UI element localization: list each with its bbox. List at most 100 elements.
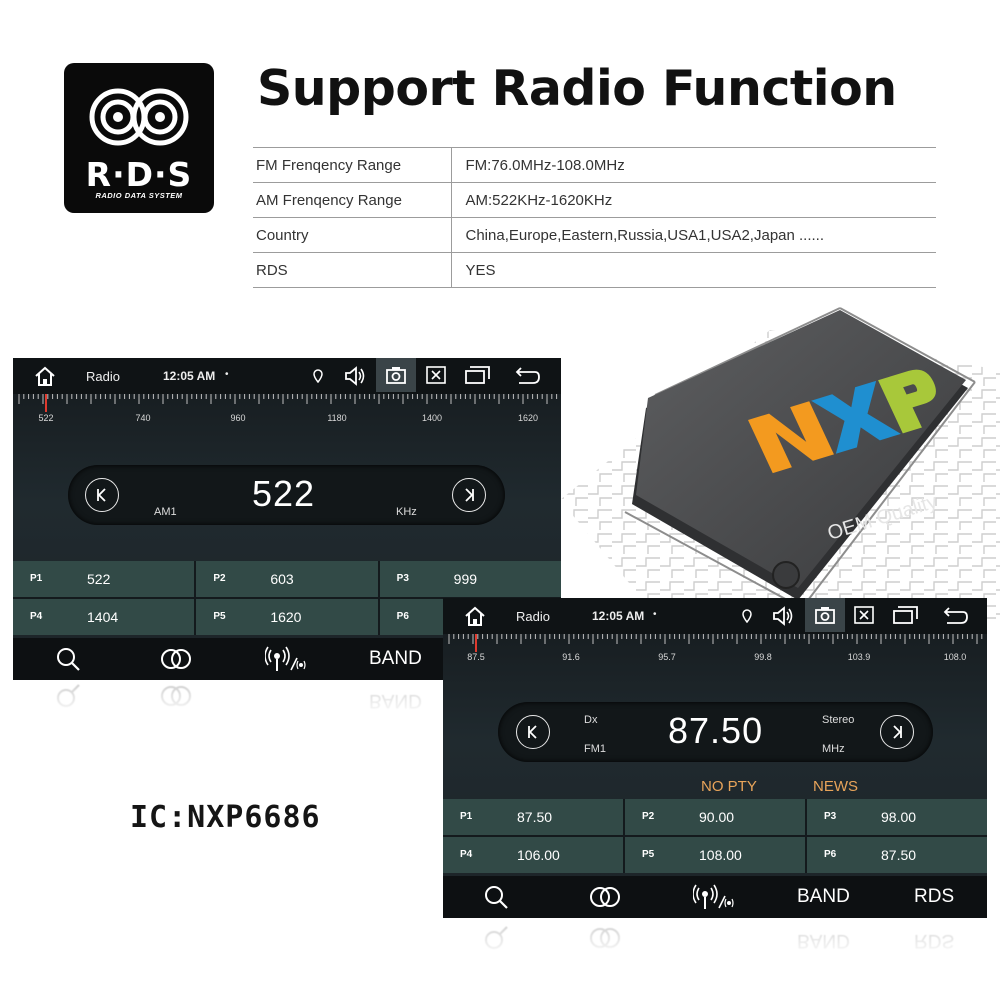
fm-radio-screen: Radio 12:05 AM • 87.5 91.6 95.7 99.8 103… bbox=[443, 598, 987, 918]
chip-pins bbox=[624, 307, 976, 609]
screenshot-button[interactable] bbox=[805, 598, 845, 632]
band-button[interactable]: BAND bbox=[369, 648, 422, 669]
preset-value: 106.00 bbox=[517, 847, 560, 863]
pty-label: NO PTY bbox=[701, 778, 757, 795]
spec-table: FM Frenqency Range FM:76.0MHz-108.0MHz A… bbox=[253, 147, 936, 288]
antenna-scan-icon[interactable] bbox=[265, 646, 307, 672]
seek-back-button[interactable] bbox=[516, 715, 550, 749]
ruler-ticks bbox=[448, 634, 983, 644]
seek-back-icon bbox=[97, 488, 106, 502]
news-label: NEWS bbox=[813, 778, 858, 795]
preset-grid: P1 87.50 P2 90.00 P3 98.00 P4 106.00 P5 108.0… bbox=[443, 799, 987, 873]
bottom-toolbar: BAND RDS bbox=[443, 876, 987, 918]
preset-value: 98.00 bbox=[881, 809, 917, 825]
preset-value: 522 bbox=[87, 571, 111, 587]
tuner-display: Dx FM1 87.50 Stereo MHz bbox=[498, 702, 933, 762]
back-icon[interactable] bbox=[943, 606, 969, 626]
spec-label: Country bbox=[253, 217, 452, 253]
preset-label: P1 bbox=[460, 811, 473, 822]
status-bar: Radio 12:05 AM • bbox=[13, 358, 561, 394]
location-icon bbox=[742, 609, 752, 623]
chip-pin1-dot bbox=[772, 561, 800, 589]
ruler-label: 960 bbox=[230, 413, 246, 423]
app-title: Radio bbox=[516, 609, 550, 624]
clock: 12:05 AM bbox=[592, 609, 645, 623]
seek-forward-icon bbox=[893, 725, 902, 739]
status-bar: Radio 12:05 AM • bbox=[443, 598, 987, 634]
search-icon[interactable] bbox=[483, 884, 509, 910]
screenshot-button[interactable] bbox=[376, 358, 416, 392]
ruler-label: 99.8 bbox=[754, 652, 772, 662]
preset-value: 90.00 bbox=[699, 809, 735, 825]
rds-button[interactable]: RDS bbox=[914, 886, 955, 907]
preset-button[interactable]: P2 90.00 bbox=[625, 799, 805, 835]
band-button[interactable]: BAND bbox=[797, 886, 850, 907]
location-icon bbox=[313, 369, 323, 383]
back-icon[interactable] bbox=[515, 366, 541, 386]
spec-value: AM:522KHz-1620KHz bbox=[451, 182, 936, 218]
rds-logo: R·D·S RADIO DATA SYSTEM bbox=[64, 63, 214, 213]
tuning-ruler[interactable] bbox=[443, 634, 987, 652]
frequency-display: 522 bbox=[252, 473, 316, 514]
ic-label: IC:NXP6686 bbox=[130, 800, 321, 835]
preset-button[interactable]: P4 106.00 bbox=[443, 837, 623, 873]
stereo-label: Stereo bbox=[822, 714, 855, 726]
preset-label: P2 bbox=[642, 811, 655, 822]
spec-row: FM Frenqency Range FM:76.0MHz-108.0MHz bbox=[253, 147, 936, 183]
camera-icon bbox=[815, 607, 835, 624]
ruler-label: 87.5 bbox=[467, 652, 485, 662]
ruler-label: 103.9 bbox=[847, 652, 871, 662]
ruler-label: 1180 bbox=[327, 413, 347, 423]
seek-back-button[interactable] bbox=[85, 478, 119, 512]
ruler-labels: 522 740 960 1180 1400 1620 bbox=[13, 413, 561, 427]
preset-label: P6 bbox=[396, 611, 409, 622]
nxp-chip-illustration: OEM Quality bbox=[560, 307, 1000, 620]
antenna-scan-icon[interactable] bbox=[693, 884, 735, 910]
preset-value: 87.50 bbox=[517, 809, 553, 825]
seek-forward-button[interactable] bbox=[880, 715, 914, 749]
frequency-display: 87.50 bbox=[668, 710, 764, 751]
ruler-label: 740 bbox=[135, 413, 151, 423]
preset-label: P4 bbox=[460, 849, 473, 860]
close-app-icon[interactable] bbox=[426, 366, 446, 384]
preset-button[interactable]: P1 87.50 bbox=[443, 799, 623, 835]
page-headline: Support Radio Function bbox=[257, 60, 897, 117]
home-icon[interactable] bbox=[33, 365, 57, 387]
preset-button[interactable]: P6 87.50 bbox=[807, 837, 987, 873]
volume-icon[interactable] bbox=[343, 365, 367, 387]
nxp-logo bbox=[748, 369, 936, 474]
preset-label: P6 bbox=[824, 849, 837, 860]
tuning-ruler[interactable] bbox=[13, 394, 561, 412]
rds-infinity-icon bbox=[89, 88, 189, 146]
stereo-icon[interactable] bbox=[159, 646, 193, 672]
preset-value: 108.00 bbox=[699, 847, 742, 863]
rds-logo-subtitle: RADIO DATA SYSTEM bbox=[95, 191, 183, 200]
rds-logo-text: R·D·S bbox=[85, 155, 193, 194]
notification-dot: • bbox=[653, 609, 657, 620]
recent-apps-icon[interactable] bbox=[893, 606, 919, 624]
preset-label: P5 bbox=[213, 611, 226, 622]
preset-label: P5 bbox=[642, 849, 655, 860]
preset-button[interactable]: P5 108.00 bbox=[625, 837, 805, 873]
preset-label: P3 bbox=[824, 811, 837, 822]
seek-back-icon bbox=[528, 725, 537, 739]
stereo-icon[interactable] bbox=[588, 884, 622, 910]
dx-label: Dx bbox=[584, 714, 598, 726]
preset-label: P2 bbox=[213, 573, 226, 584]
spec-row: Country China,Europe,Eastern,Russia,USA1… bbox=[253, 217, 936, 253]
volume-icon[interactable] bbox=[771, 605, 795, 627]
search-icon[interactable] bbox=[55, 646, 81, 672]
tuner-display: AM1 522 KHz bbox=[68, 465, 505, 525]
recent-apps-icon[interactable] bbox=[465, 366, 491, 384]
seek-forward-button[interactable] bbox=[452, 478, 486, 512]
preset-button[interactable]: P3 98.00 bbox=[807, 799, 987, 835]
preset-value: 87.50 bbox=[881, 847, 917, 863]
home-icon[interactable] bbox=[463, 605, 487, 627]
close-app-icon[interactable] bbox=[854, 606, 874, 624]
spec-value: China,Europe,Eastern,Russia,USA1,USA2,Ja… bbox=[451, 217, 936, 253]
